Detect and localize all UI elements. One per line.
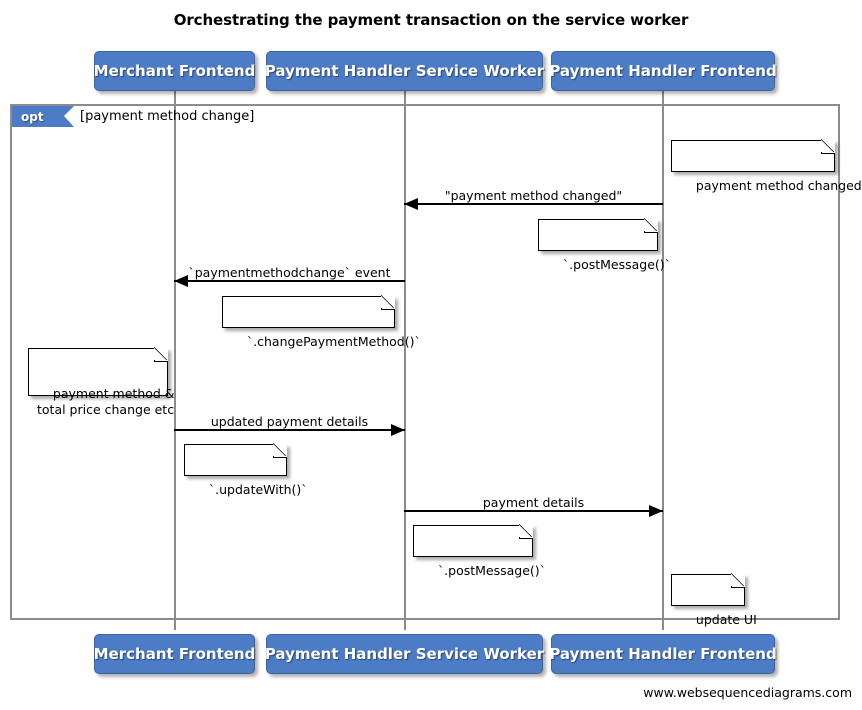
participant-label: Payment Handler Service Worker bbox=[264, 62, 545, 80]
participant-bottom-merchant-frontend[interactable]: Merchant Frontend bbox=[94, 634, 255, 674]
fragment-condition-label: [payment method change] bbox=[80, 109, 255, 124]
lifeline-merchant-frontend bbox=[174, 90, 176, 630]
note-text: payment method & total price change etc bbox=[37, 386, 175, 417]
message-arrowhead-payment-method-changed bbox=[404, 198, 418, 210]
fragment-opt-box bbox=[10, 104, 840, 620]
note-post-message-2: `.postMessage()` bbox=[413, 524, 546, 578]
lifeline-payment-handler-frontend bbox=[662, 90, 664, 630]
note-text: `.postMessage()` bbox=[562, 257, 671, 272]
message-label-updated-payment-details: updated payment details bbox=[210, 414, 369, 429]
participant-label: Merchant Frontend bbox=[93, 645, 256, 663]
note-change-payment-method: `.changePaymentMethod()` bbox=[222, 295, 421, 349]
note-fold-icon bbox=[154, 347, 168, 362]
fragment-operator-label: opt bbox=[21, 109, 44, 124]
fragment-opt-tab: opt bbox=[12, 106, 74, 127]
message-line-payment-details bbox=[404, 510, 663, 512]
note-fold-icon bbox=[519, 524, 533, 539]
note-fold-icon bbox=[381, 295, 395, 310]
note-text: payment method changed bbox=[695, 178, 862, 193]
participant-top-payment-handler-frontend[interactable]: Payment Handler Frontend bbox=[549, 51, 777, 91]
participant-label: Merchant Frontend bbox=[93, 62, 256, 80]
note-payment-method-changed: payment method changed bbox=[671, 139, 862, 193]
participant-label: Payment Handler Frontend bbox=[549, 645, 777, 663]
participant-top-merchant-frontend[interactable]: Merchant Frontend bbox=[94, 51, 255, 91]
participant-label: Payment Handler Frontend bbox=[549, 62, 777, 80]
note-text: update UI bbox=[695, 612, 757, 627]
note-fold-icon bbox=[644, 218, 658, 233]
note-update-with: `.updateWith()` bbox=[184, 443, 308, 497]
message-arrowhead-updated-payment-details bbox=[391, 424, 405, 436]
note-text: `.changePaymentMethod()` bbox=[246, 334, 421, 349]
message-label-paymentmethodchange-event: `paymentmethodchange` event bbox=[188, 265, 391, 280]
page-title: Orchestrating the payment transaction on… bbox=[173, 11, 689, 29]
lifeline-payment-handler-service-worker bbox=[404, 90, 406, 630]
note-post-message-1: `.postMessage()` bbox=[538, 218, 671, 272]
message-line-updated-payment-details bbox=[174, 429, 405, 431]
note-text: `.updateWith()` bbox=[208, 482, 308, 497]
note-fold-icon bbox=[731, 573, 745, 588]
message-label-payment-details: payment details bbox=[482, 495, 585, 510]
message-line-payment-method-changed bbox=[404, 203, 663, 205]
message-arrowhead-payment-details bbox=[649, 505, 663, 517]
participant-top-payment-handler-service-worker[interactable]: Payment Handler Service Worker bbox=[264, 51, 545, 91]
footer-credit: www.websequencediagrams.com bbox=[643, 685, 852, 700]
participant-label: Payment Handler Service Worker bbox=[264, 645, 545, 663]
message-label-payment-method-changed: "payment method changed" bbox=[444, 188, 623, 203]
message-line-paymentmethodchange-event bbox=[174, 280, 405, 282]
note-payment-method-total-price: payment method & total price change etc bbox=[28, 347, 175, 417]
note-fold-icon bbox=[273, 443, 287, 458]
message-arrowhead-paymentmethodchange-event bbox=[174, 275, 188, 287]
note-update-ui: update UI bbox=[671, 573, 757, 627]
note-text: `.postMessage()` bbox=[437, 563, 546, 578]
participant-bottom-payment-handler-frontend[interactable]: Payment Handler Frontend bbox=[549, 634, 777, 674]
participant-bottom-payment-handler-service-worker[interactable]: Payment Handler Service Worker bbox=[264, 634, 545, 674]
note-fold-icon bbox=[821, 139, 835, 154]
